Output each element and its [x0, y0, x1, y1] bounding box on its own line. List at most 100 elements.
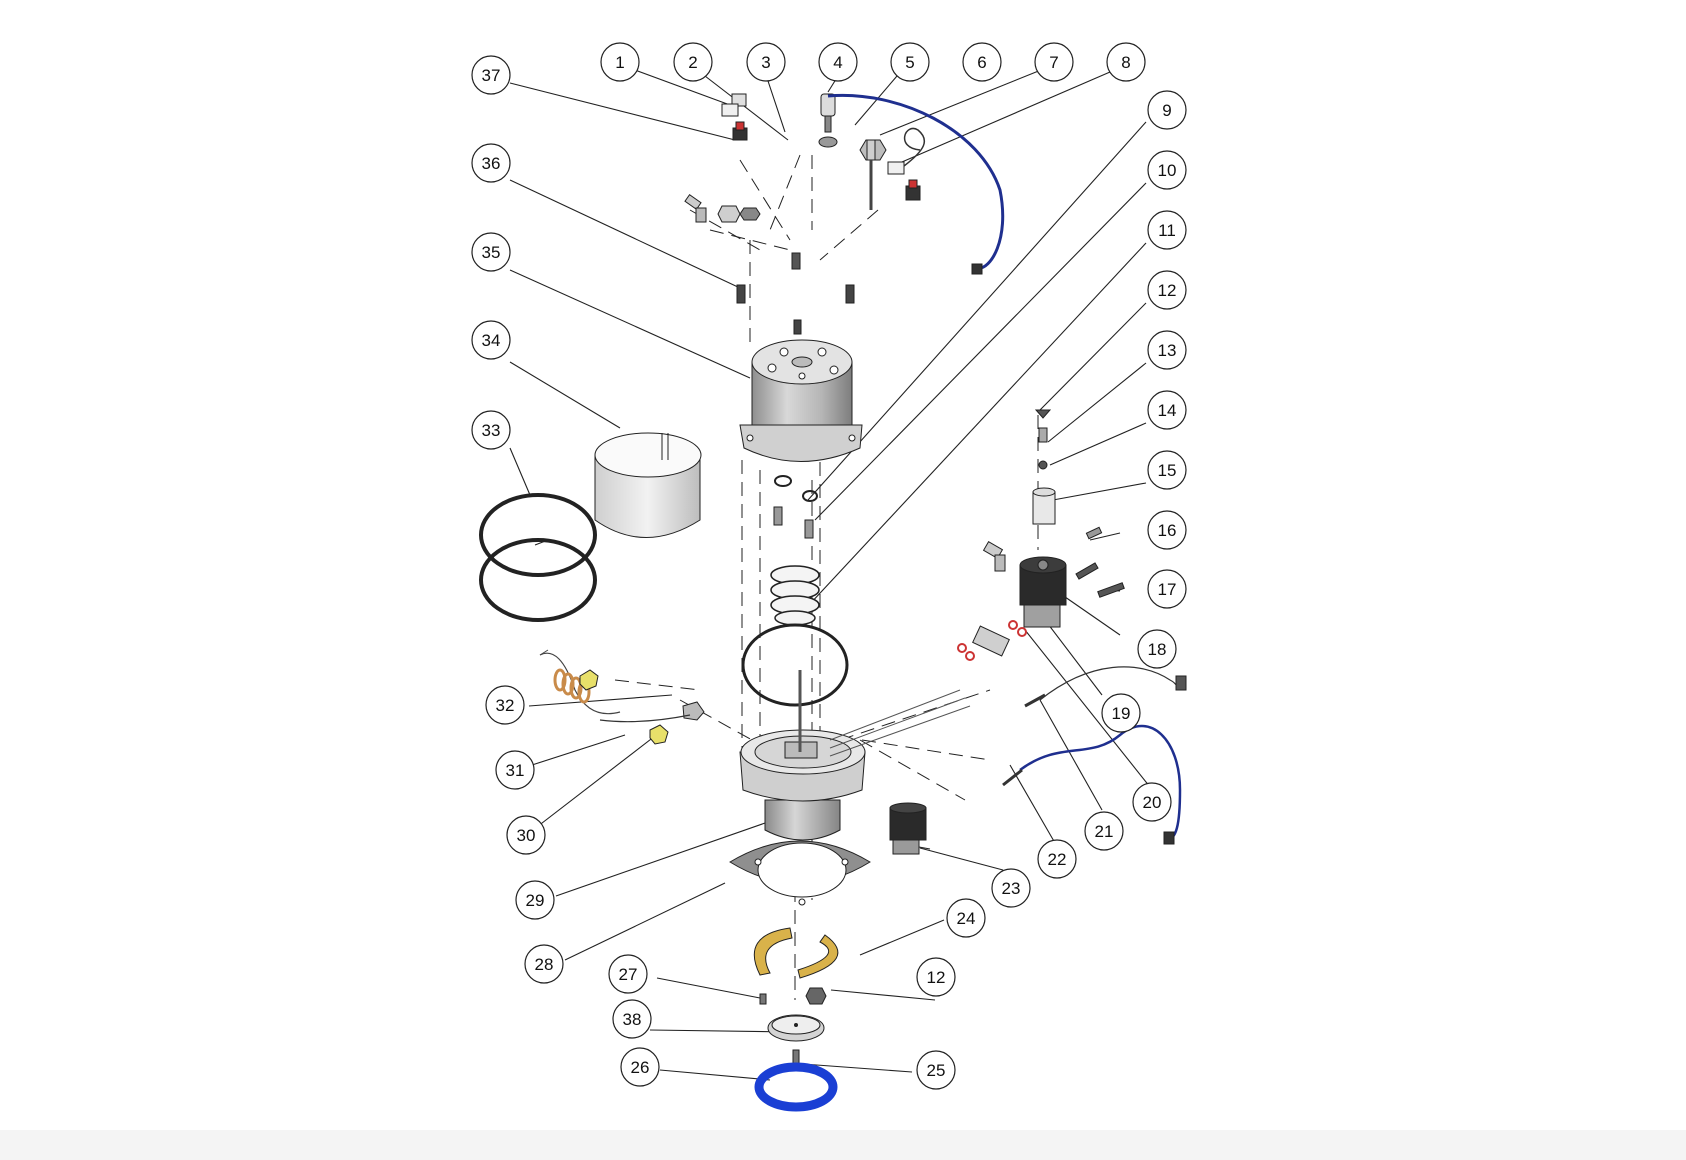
callout-c34: 34 [471, 320, 511, 360]
callout-c22: 22 [1037, 839, 1077, 879]
fitting-31 [682, 701, 705, 721]
callout-c28: 28 [524, 944, 564, 984]
callout-circle [1147, 270, 1187, 310]
callout-circle [471, 410, 511, 450]
callout-number: 34 [482, 331, 501, 350]
callout-c7: 7 [1034, 42, 1074, 82]
probe-tip-22 [1002, 768, 1023, 787]
callout-number: 38 [623, 1010, 642, 1029]
callout-number: 35 [482, 243, 501, 262]
callout-circle [1147, 330, 1187, 370]
callout-c18: 18 [1137, 629, 1177, 669]
callout-c21: 21 [1084, 811, 1124, 851]
callout-circle [1034, 42, 1074, 82]
probe-wire-22-blue [1019, 724, 1182, 841]
callout-circle [1101, 693, 1141, 733]
boiler-base [739, 670, 971, 841]
top-thermo-probe [866, 139, 876, 210]
callout-number: 33 [482, 421, 501, 440]
callout-circle [818, 42, 858, 82]
copper-coil-pipe [539, 649, 621, 715]
callout-number: 21 [1095, 822, 1114, 841]
screw-right [845, 284, 855, 304]
callout-c5: 5 [890, 42, 930, 82]
probe-wire-21 [1039, 666, 1183, 701]
callout-c23: 23 [991, 868, 1031, 908]
callout-circle [485, 685, 525, 725]
small-orings-20 [957, 620, 1027, 661]
callout-c38: 38 [612, 999, 652, 1039]
callout-number: 20 [1143, 793, 1162, 812]
callout-circle [1037, 839, 1077, 879]
callout-c26: 26 [620, 1047, 660, 1087]
callout-number: 3 [761, 53, 770, 72]
hex-fitting-1 [717, 205, 741, 223]
top-connector-left [721, 93, 748, 141]
callout-number: 12 [927, 968, 946, 987]
callout-number: 19 [1112, 704, 1131, 723]
small-screw-27 [759, 993, 767, 1005]
callout-number: 11 [1158, 221, 1176, 240]
small-oring-2 [802, 490, 818, 502]
callout-number: 17 [1158, 580, 1177, 599]
callout-c9: 9 [1147, 90, 1187, 130]
callout-number: 26 [631, 1058, 650, 1077]
callout-circle [506, 815, 546, 855]
callout-number: 1 [615, 53, 624, 72]
callout-number: 24 [957, 909, 976, 928]
thin-pipe [599, 714, 691, 723]
callout-circle [600, 42, 640, 82]
main-solenoid-valve [1019, 556, 1067, 628]
callout-c16: 16 [1147, 510, 1187, 550]
ball-14 [1038, 460, 1048, 470]
callout-number: 6 [977, 53, 986, 72]
callout-number: 37 [482, 66, 501, 85]
callout-circle [515, 880, 555, 920]
callout-number: 4 [833, 53, 842, 72]
callout-c36: 36 [471, 143, 511, 183]
small-solenoid-valve [889, 802, 931, 855]
callout-c14: 14 [1147, 390, 1187, 430]
small-nut-12 [805, 987, 827, 1005]
elbow-fitting [684, 194, 707, 223]
callout-number: 15 [1158, 461, 1177, 480]
callout-number: 9 [1162, 101, 1171, 120]
callout-number: 22 [1048, 850, 1067, 869]
callout-number: 16 [1158, 521, 1177, 540]
valve-block [972, 625, 1010, 657]
boiler-cylinder [739, 339, 863, 462]
callout-c20: 20 [1132, 782, 1172, 822]
callout-circle [471, 143, 511, 183]
large-oring [741, 623, 849, 707]
callout-circle [1147, 150, 1187, 190]
hex-fitting-2 [739, 207, 761, 221]
callout-c32: 32 [485, 685, 525, 725]
callout-c17: 17 [1147, 569, 1187, 609]
callout-circle [673, 42, 713, 82]
callout-circle [962, 42, 1002, 82]
callout-circle [1147, 510, 1187, 550]
callout-c31: 31 [495, 750, 535, 790]
callout-circle [620, 1047, 660, 1087]
callout-circle [946, 898, 986, 938]
callout-number: 2 [688, 53, 697, 72]
screw-13 [1034, 409, 1052, 419]
probe-tip-21 [1024, 693, 1046, 708]
callout-circle [1084, 811, 1124, 851]
callout-c11: 11 [1147, 210, 1187, 250]
callout-circle [495, 750, 535, 790]
callout-circle [471, 232, 511, 272]
screw-left [736, 284, 746, 304]
callout-number: 5 [905, 53, 914, 72]
callout-number: 36 [482, 154, 501, 173]
blue-sensor-wire [827, 93, 1005, 270]
probe-plug-22 [1163, 831, 1175, 845]
callout-circle [608, 954, 648, 994]
retaining-bands [479, 493, 597, 622]
callout-circle [746, 42, 786, 82]
valve-screws [1075, 526, 1125, 598]
callout-c35: 35 [471, 232, 511, 272]
callout-circle [916, 957, 956, 997]
